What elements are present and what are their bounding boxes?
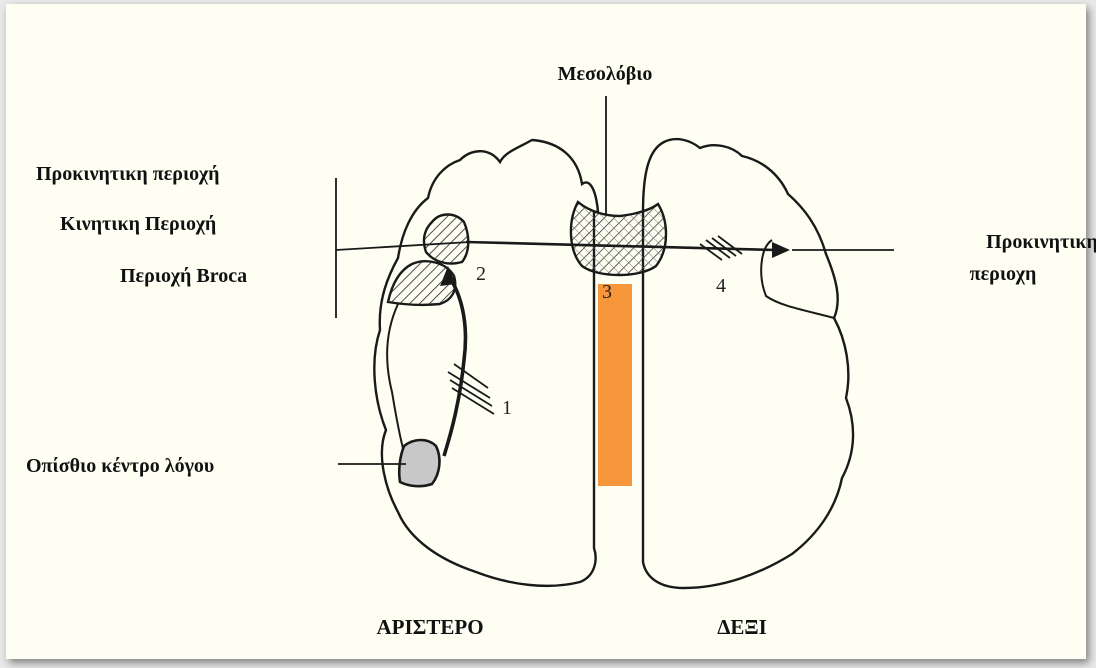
label-premotor-right-line1: Προκινητικη (986, 231, 1096, 253)
number-4: 4 (716, 275, 726, 297)
corpus-callosum-strip (598, 284, 632, 486)
motor-area (424, 215, 468, 264)
label-left-side: ΑΡΙΣΤΕΡΟ (376, 615, 483, 639)
corpus-callosum-section (571, 202, 666, 275)
posterior-speech-area (399, 440, 439, 486)
number-2: 2 (476, 263, 486, 285)
label-broca-area: Περιοχή Broca (120, 265, 247, 287)
right-hemisphere (643, 139, 853, 588)
number-3: 3 (602, 281, 612, 303)
label-motor-area: Κινητικη Περιοχή (60, 213, 216, 235)
number-1: 1 (502, 397, 512, 419)
label-premotor-left: Προκινητικη περιοχή (36, 163, 220, 185)
label-right-side: ΔΕΞΙ (717, 615, 767, 639)
left-hemisphere (374, 140, 598, 586)
label-premotor-right-line2: περιοχη (970, 263, 1037, 285)
label-corpus-callosum: Μεσολόβιο (558, 63, 653, 85)
label-posterior-speech: Οπίσθιο κέντρο λόγου (26, 455, 214, 477)
